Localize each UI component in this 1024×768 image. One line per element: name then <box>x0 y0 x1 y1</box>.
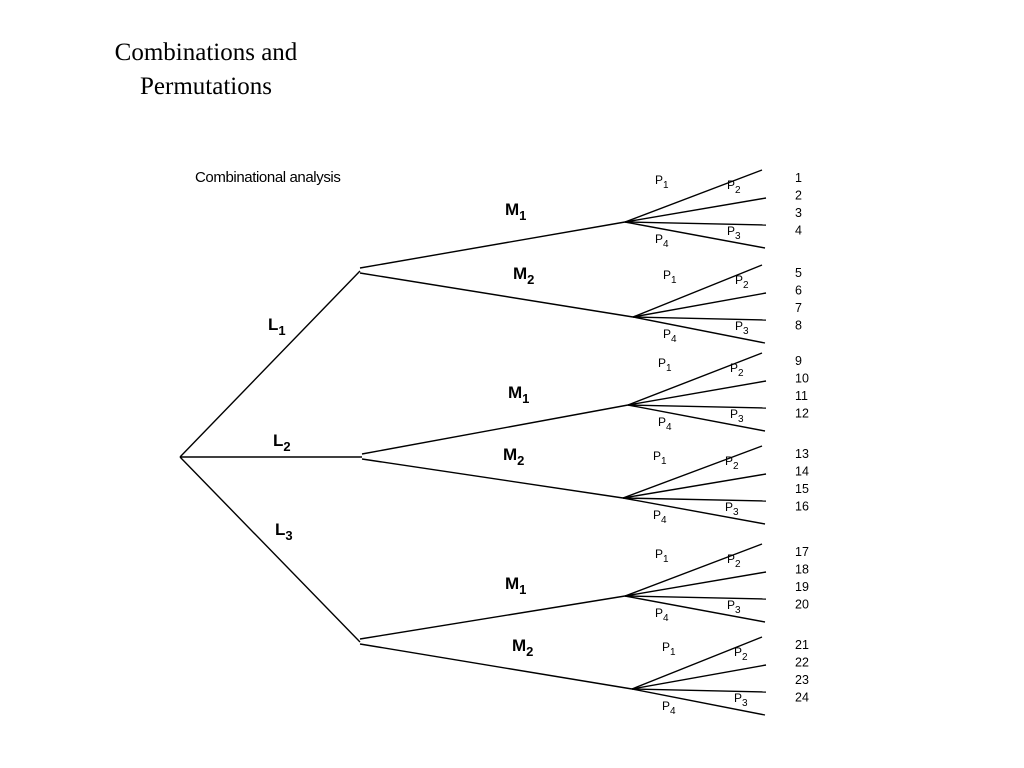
label-p2: P2 <box>735 273 749 291</box>
outcome-19: 19 <box>795 580 809 594</box>
branch-p3 <box>624 221 767 226</box>
branch-l1 <box>179 270 361 458</box>
diagram-caption: Combinational analysis <box>195 169 341 186</box>
branch-p3 <box>622 497 767 502</box>
branch-p1 <box>627 352 763 406</box>
outcome-14: 14 <box>795 465 809 479</box>
outcome-12: 12 <box>795 407 809 421</box>
label-p1: P1 <box>653 449 667 467</box>
label-p4: P4 <box>658 415 672 433</box>
label-p4: P4 <box>653 508 667 526</box>
branch-p3 <box>624 595 767 600</box>
branch-p2 <box>622 473 767 499</box>
label-p1: P1 <box>655 547 669 565</box>
outcome-7: 7 <box>795 301 802 315</box>
outcome-5: 5 <box>795 266 802 280</box>
branch-l2-m1 <box>361 404 629 455</box>
label-m2: M2 <box>513 264 534 287</box>
outcome-16: 16 <box>795 500 809 514</box>
branch-p4 <box>631 688 766 716</box>
label-l1: L1 <box>268 315 286 338</box>
label-l3: L3 <box>275 520 293 543</box>
branch-p2 <box>632 292 767 318</box>
label-p4: P4 <box>655 232 669 250</box>
branch-p2 <box>624 197 767 223</box>
branch-p3 <box>627 404 767 409</box>
label-p3: P3 <box>727 224 741 242</box>
outcome-13: 13 <box>795 447 809 461</box>
outcome-6: 6 <box>795 284 802 298</box>
label-p2: P2 <box>730 361 744 379</box>
branch-p4 <box>627 404 766 432</box>
outcome-18: 18 <box>795 563 809 577</box>
outcome-1: 1 <box>795 171 802 185</box>
branch-l3 <box>179 456 361 643</box>
label-p3: P3 <box>734 691 748 709</box>
branch-p1 <box>631 636 763 690</box>
branch-p2 <box>627 380 767 406</box>
outcome-23: 23 <box>795 673 809 687</box>
label-p2: P2 <box>727 178 741 196</box>
label-p1: P1 <box>655 173 669 191</box>
branch-p4 <box>624 221 766 249</box>
branch-p3 <box>631 688 767 693</box>
label-p3: P3 <box>725 500 739 518</box>
branch-l1-m2 <box>359 272 634 318</box>
label-m1: M1 <box>505 574 526 597</box>
branch-p3 <box>632 316 767 321</box>
branch-l3-m1 <box>359 595 626 640</box>
outcome-17: 17 <box>795 545 809 559</box>
outcome-21: 21 <box>795 638 809 652</box>
label-p1: P1 <box>663 268 677 286</box>
branch-p1 <box>624 169 763 223</box>
outcome-9: 9 <box>795 354 802 368</box>
branch-p1 <box>632 264 763 318</box>
label-m2: M2 <box>503 445 524 468</box>
label-p3: P3 <box>730 407 744 425</box>
label-p3: P3 <box>735 319 749 337</box>
branch-l3-m2 <box>359 643 633 690</box>
slide-title-line-2: Permutations <box>140 73 272 100</box>
label-p4: P4 <box>663 327 677 345</box>
label-p4: P4 <box>662 699 676 717</box>
outcome-24: 24 <box>795 691 809 705</box>
label-p2: P2 <box>727 552 741 570</box>
branch-p2 <box>624 571 767 597</box>
label-p4: P4 <box>655 606 669 624</box>
branch-l1-m1 <box>359 221 626 269</box>
label-p1: P1 <box>658 356 672 374</box>
outcome-11: 11 <box>795 389 808 403</box>
outcome-15: 15 <box>795 482 809 496</box>
outcome-3: 3 <box>795 206 802 220</box>
branch-p4 <box>622 497 766 525</box>
outcome-2: 2 <box>795 189 802 203</box>
branch-p4 <box>632 316 766 344</box>
branch-l2-m2 <box>361 458 624 499</box>
label-m1: M1 <box>508 383 529 406</box>
label-p2: P2 <box>734 645 748 663</box>
label-p3: P3 <box>727 598 741 616</box>
branch-p1 <box>622 445 763 499</box>
outcome-22: 22 <box>795 656 809 670</box>
label-p2: P2 <box>725 454 739 472</box>
label-m1: M1 <box>505 200 526 223</box>
outcome-20: 20 <box>795 598 809 612</box>
label-p1: P1 <box>662 640 676 658</box>
slide-title-line-1: Combinations and <box>114 39 298 66</box>
outcome-10: 10 <box>795 372 809 386</box>
label-l2: L2 <box>273 431 291 454</box>
slide-title: Combinations and Permutations <box>86 36 326 104</box>
branch-p1 <box>624 543 763 597</box>
label-m2: M2 <box>512 636 533 659</box>
branch-p4 <box>624 595 766 623</box>
outcome-4: 4 <box>795 224 802 238</box>
outcome-8: 8 <box>795 319 802 333</box>
branch-p2 <box>631 664 767 690</box>
